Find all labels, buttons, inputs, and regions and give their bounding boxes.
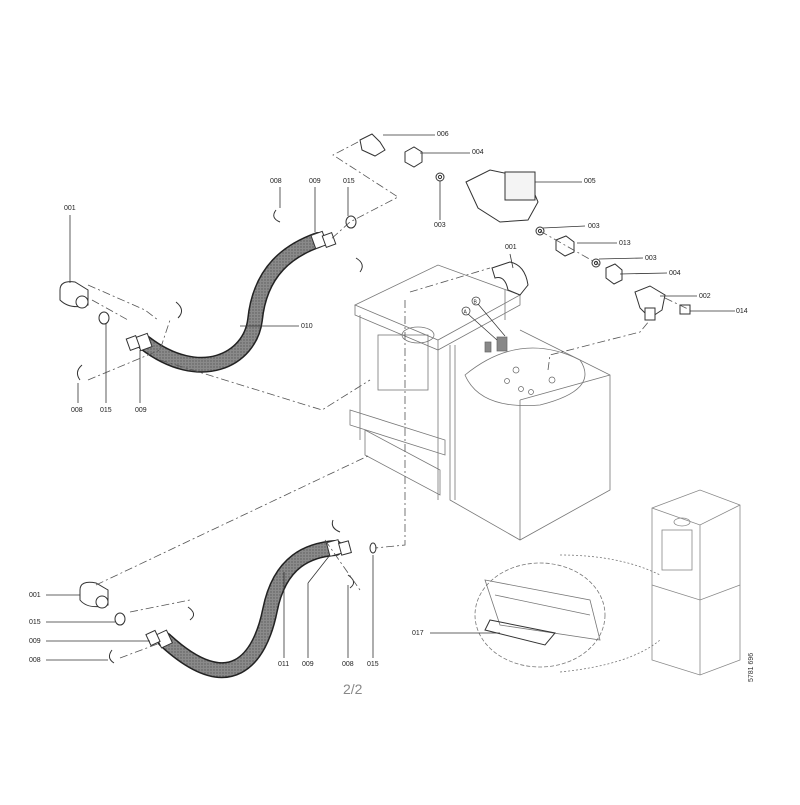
elbow-fittings — [59, 261, 529, 609]
boiler-unit — [349, 264, 611, 541]
page-indicator: 2/2 — [343, 681, 363, 697]
callout-005: 005 — [584, 178, 596, 185]
callout-008: 008 — [71, 407, 83, 414]
callout-006: 006 — [437, 131, 449, 138]
detail-view — [474, 554, 661, 673]
callout-003: 003 — [588, 223, 600, 230]
callout-015: 015 — [29, 619, 41, 626]
callout-010: 010 — [301, 323, 313, 330]
callout-001: 001 — [505, 244, 517, 251]
callout-017: 017 — [412, 630, 424, 637]
boiler-fittings — [484, 336, 556, 395]
boiler-thumbnail — [651, 489, 741, 676]
callout-015: 015 — [343, 178, 355, 185]
hose-010 — [137, 232, 326, 373]
callout-002: 002 — [699, 293, 711, 300]
callout-001: 001 — [29, 592, 41, 599]
callout-009: 009 — [302, 661, 314, 668]
leader-lines — [46, 134, 735, 661]
callout-009: 009 — [135, 407, 147, 414]
callout-015: 015 — [100, 407, 112, 414]
callout-008: 008 — [29, 657, 41, 664]
callout-015: 015 — [367, 661, 379, 668]
hose-011 — [157, 540, 343, 679]
callout-011: 011 — [278, 661, 290, 668]
callout-001: 001 — [64, 205, 76, 212]
drawing-number: 5781 696 — [748, 652, 755, 682]
marker-b: B — [474, 300, 478, 306]
pump-assembly — [359, 133, 691, 321]
callout-014: 014 — [736, 308, 748, 315]
callout-009: 009 — [29, 638, 41, 645]
gaskets-and-clips — [76, 209, 377, 664]
hose-011-fittings — [145, 539, 352, 649]
callout-008: 008 — [270, 178, 282, 185]
marker-a: A — [464, 310, 468, 316]
hose-010-fittings — [125, 230, 337, 352]
callout-004: 004 — [472, 149, 484, 156]
marker-circles — [461, 296, 506, 341]
assembly-lines — [87, 141, 691, 659]
callout-013: 013 — [619, 240, 631, 247]
callout-003: 003 — [434, 222, 446, 229]
callout-003: 003 — [645, 255, 657, 262]
callout-009: 009 — [309, 178, 321, 185]
callout-004: 004 — [669, 270, 681, 277]
callout-008: 008 — [342, 661, 354, 668]
